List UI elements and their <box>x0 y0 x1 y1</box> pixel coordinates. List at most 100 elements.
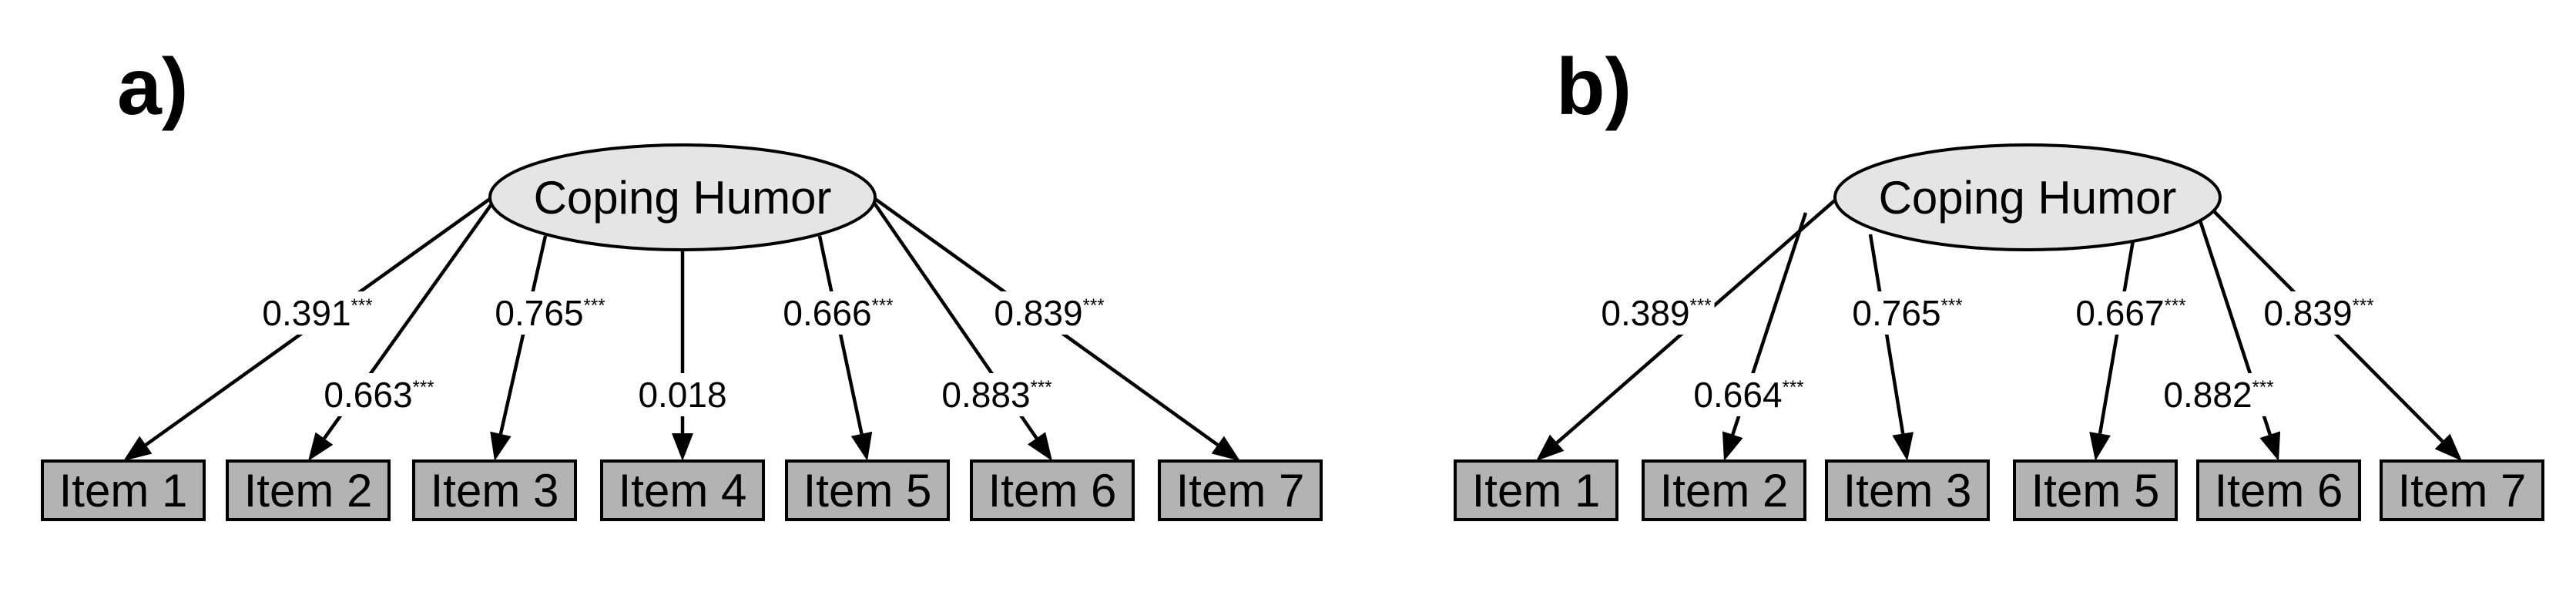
observed-item: Item 2 <box>1642 459 1806 521</box>
loading-value: 0.389*** <box>1601 293 1711 333</box>
loading-label: 0.018 <box>635 373 730 416</box>
significance-stars: *** <box>2165 295 2186 316</box>
observed-item-box <box>1825 459 1990 521</box>
observed-item: Item 3 <box>1825 459 1990 521</box>
loading-path-arrowhead <box>2089 432 2111 461</box>
observed-item-box <box>1158 459 1323 521</box>
loading-value: 0.018 <box>638 375 726 415</box>
latent-factor: Coping Humor <box>1833 143 2222 251</box>
loading-label-background <box>2260 291 2377 335</box>
observed-item-box <box>2196 459 2361 521</box>
observed-item-label: Item 5 <box>803 465 932 517</box>
loading-label: 0.666*** <box>780 291 897 335</box>
loading-value: 0.667*** <box>2075 293 2185 333</box>
observed-item: Item 3 <box>412 459 577 521</box>
loading-path-arrowhead <box>490 431 512 461</box>
observed-item: Item 6 <box>2196 459 2361 521</box>
loading-label: 0.765*** <box>1849 291 1966 335</box>
observed-item-label: Item 6 <box>988 465 1117 517</box>
observed-item-label: Item 1 <box>59 465 188 517</box>
loading-path-arrowhead <box>1028 432 1052 461</box>
significance-stars: *** <box>1941 295 1963 316</box>
observed-item-label: Item 2 <box>244 465 373 517</box>
significance-stars: *** <box>584 295 605 316</box>
loading-label-background <box>320 373 438 416</box>
observed-item: Item 1 <box>41 459 206 521</box>
observed-item: Item 6 <box>970 459 1135 521</box>
loading-path-arrowhead <box>1892 432 1914 461</box>
significance-stars: *** <box>413 377 434 398</box>
observed-item: Item 5 <box>785 459 950 521</box>
loading-label-background <box>2160 373 2277 416</box>
significance-stars: *** <box>1031 377 1052 398</box>
loading-label-background <box>259 291 376 335</box>
loading-value: 0.664*** <box>1693 375 1803 415</box>
loading-path-arrowhead <box>850 431 873 461</box>
observed-item-label: Item 7 <box>2398 465 2527 517</box>
latent-factor: Coping Humor <box>488 143 877 251</box>
loading-label-background <box>1690 373 1807 416</box>
significance-stars: *** <box>2353 295 2374 316</box>
significance-stars: *** <box>1690 295 1712 316</box>
observed-item-box <box>2380 459 2544 521</box>
loading-path-line <box>2098 235 2136 434</box>
significance-stars: *** <box>1783 377 1804 398</box>
observed-item: Item 7 <box>1158 459 1323 521</box>
loading-label-background <box>2072 291 2189 335</box>
significance-stars: *** <box>2252 377 2274 398</box>
loading-path <box>2089 235 2136 461</box>
loading-value: 0.839*** <box>994 293 1104 333</box>
loading-path <box>490 235 548 461</box>
loading-number: 0.765 <box>495 293 583 333</box>
latent-factor-ellipse <box>1833 143 2222 251</box>
loading-label-background <box>991 291 1108 335</box>
loading-number: 0.667 <box>2075 293 2164 333</box>
loading-path-arrowhead <box>308 432 334 461</box>
observed-item: Item 1 <box>1454 459 1618 521</box>
loading-path <box>672 250 693 461</box>
observed-item-box <box>41 459 206 521</box>
observed-item-label: Item 1 <box>1472 465 1601 517</box>
loading-number: 0.389 <box>1601 293 1689 333</box>
loading-label: 0.882*** <box>2160 373 2277 416</box>
observed-item-box <box>600 459 765 521</box>
loading-label: 0.391*** <box>259 291 376 335</box>
loading-value: 0.666*** <box>783 293 893 333</box>
loading-path <box>2198 220 2281 461</box>
loading-number: 0.391 <box>262 293 351 333</box>
loading-path-arrowhead <box>1536 434 1565 461</box>
loading-label: 0.883*** <box>938 373 1055 416</box>
loading-path <box>1722 212 1808 461</box>
observed-item: Item 5 <box>2013 459 2178 521</box>
loading-path-line <box>498 235 548 435</box>
loading-path-arrowhead <box>672 433 693 461</box>
observed-item: Item 4 <box>600 459 765 521</box>
loading-value: 0.391*** <box>262 293 372 333</box>
loading-label-background <box>1849 291 1966 335</box>
loading-number: 0.664 <box>1693 375 1782 415</box>
loading-path-arrowhead <box>2259 431 2281 461</box>
loading-path-arrowhead <box>2434 433 2462 461</box>
loading-label-background <box>1598 291 1715 335</box>
loading-number: 0.765 <box>1852 293 1940 333</box>
loading-label: 0.839*** <box>2260 291 2377 335</box>
significance-stars: *** <box>872 295 894 316</box>
observed-item-label: Item 7 <box>1176 465 1305 517</box>
observed-item-label: Item 3 <box>1843 465 1972 517</box>
loading-label-background <box>491 291 609 335</box>
latent-factor-label: Coping Humor <box>1879 172 2177 224</box>
loading-number: 0.882 <box>2163 375 2252 415</box>
observed-item-box <box>1642 459 1806 521</box>
loading-path <box>1868 234 1914 461</box>
observed-item-label: Item 2 <box>1660 465 1789 517</box>
loading-path-arrowhead <box>123 436 153 461</box>
loading-number: 0.839 <box>2263 293 2352 333</box>
loading-label: 0.839*** <box>991 291 1108 335</box>
observed-item-box <box>785 459 950 521</box>
loading-number: 0.883 <box>941 375 1030 415</box>
loading-value: 0.765*** <box>495 293 605 333</box>
panel-label: b) <box>1556 42 1632 132</box>
observed-item: Item 2 <box>226 459 391 521</box>
latent-factor-label: Coping Humor <box>534 172 832 224</box>
